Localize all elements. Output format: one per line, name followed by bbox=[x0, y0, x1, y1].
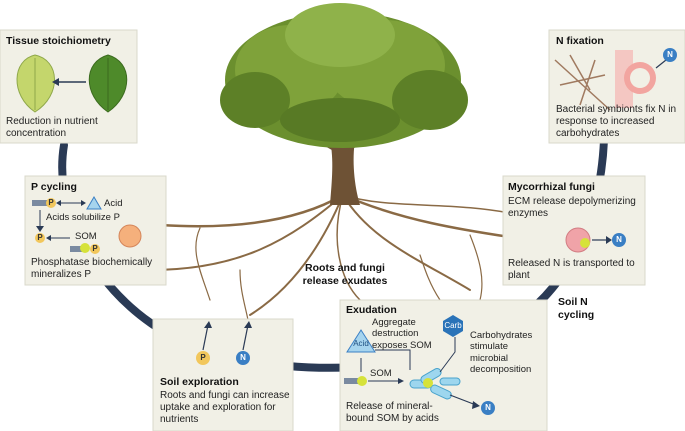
soilexp-n-icon bbox=[236, 351, 250, 365]
myco-ecm-text: ECM release depolymerizing enzymes bbox=[508, 196, 636, 219]
ex-carb-label: Carb bbox=[444, 321, 462, 330]
pc-acid-label: Acid bbox=[104, 198, 123, 209]
ex-microbe-cluster bbox=[409, 368, 461, 400]
pc-acids-text: Acids solubilize P bbox=[46, 212, 120, 223]
pc-p-icon-1 bbox=[46, 198, 56, 208]
n-fix-n-icon bbox=[663, 48, 677, 62]
root-system bbox=[149, 193, 532, 321]
ex-carb-hexagon bbox=[443, 315, 463, 337]
tree-trunk bbox=[330, 140, 360, 205]
myco-released-text: Released N is transported to plant bbox=[508, 258, 635, 281]
panel-p-cycling bbox=[24, 175, 167, 286]
pc-p-label-2: P bbox=[37, 233, 43, 242]
nfix-title: N fixation bbox=[556, 35, 604, 47]
ex-carb-text: Carbohydrates stimulate microbial decomp… bbox=[470, 330, 533, 376]
root-nodule-illustration bbox=[554, 50, 667, 111]
soilexp-title: Soil exploration bbox=[160, 376, 239, 388]
myco-n-label: N bbox=[616, 235, 622, 244]
cycle-label: Soil N cycling bbox=[558, 296, 595, 321]
ex-n-label: N bbox=[485, 403, 491, 412]
soilexp-caption: Roots and fungi can increase uptake and … bbox=[160, 390, 290, 425]
myco-n-icon bbox=[612, 233, 626, 247]
tissue-caption: Reduction in nutrient concentration bbox=[6, 116, 98, 139]
myco-title: Mycorrhizal fungi bbox=[508, 181, 595, 193]
leaf-healthy-icon bbox=[88, 54, 128, 113]
panel-soil-exploration bbox=[152, 318, 294, 431]
soilexp-p-label: P bbox=[200, 353, 206, 362]
exudation-title: Exudation bbox=[346, 304, 397, 316]
pc-phos-text: Phosphatase biochemically mineralizes P bbox=[31, 257, 153, 280]
tissue-title: Tissue stoichiometry bbox=[6, 35, 111, 47]
soilexp-p-icon bbox=[196, 351, 210, 365]
pc-som-label: SOM bbox=[75, 231, 97, 242]
soilexp-n-label: N bbox=[240, 353, 246, 362]
ex-n-icon bbox=[481, 401, 495, 415]
pc-p-icon-2 bbox=[35, 233, 45, 243]
leaf-pale-icon bbox=[16, 54, 55, 113]
ex-acid-triangle bbox=[346, 329, 376, 353]
pc-p-label-3: P bbox=[92, 244, 98, 253]
ex-release-text: Release of mineral-bound SOM by acids bbox=[346, 401, 439, 424]
ex-aggregate-text: Aggregate destruction exposes SOM bbox=[372, 317, 432, 351]
ex-som-label: SOM bbox=[370, 368, 392, 379]
center-caption: Roots and fungi release exudates bbox=[302, 262, 388, 287]
ex-acid-label: Acid bbox=[353, 339, 369, 348]
pc-som-blob bbox=[118, 224, 142, 248]
pc-acid-triangle bbox=[86, 196, 102, 210]
pc-p-icon-3 bbox=[90, 244, 100, 254]
tree-canopy bbox=[220, 3, 468, 148]
nfix-caption: Bacterial symbionts fix N in response to… bbox=[556, 104, 677, 139]
nfix-n-label: N bbox=[667, 50, 673, 59]
pc-p-label-1: P bbox=[48, 198, 54, 207]
pcycling-title: P cycling bbox=[31, 181, 77, 193]
